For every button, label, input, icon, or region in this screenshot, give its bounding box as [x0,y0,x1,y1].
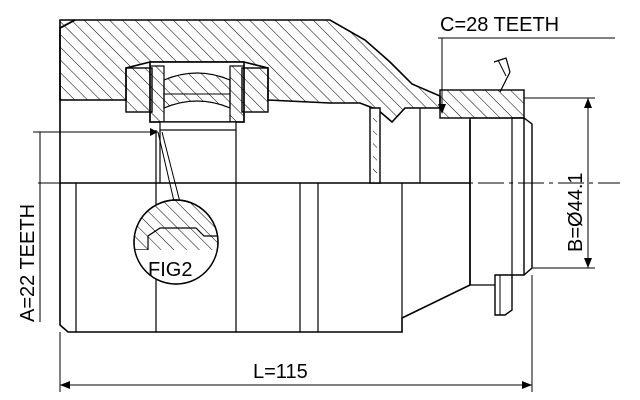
dimension-c: C=28 TEETH [438,14,615,114]
spline-c-label: C=28 TEETH [440,14,559,36]
housing-section-hatched [59,19,441,124]
fig2-detail: FIG2 [133,131,219,285]
fig2-label: FIG2 [148,259,192,281]
housing-chamfer [59,19,76,29]
spline-a-label: A=22 TEETH [17,204,39,322]
dimension-l: L=115 [59,275,533,392]
dimension-b: B=Ø44.1 [524,97,595,269]
length-l-label: L=115 [253,361,308,383]
bearing-section [125,61,269,131]
outer-stub [369,57,533,316]
dimension-a: A=22 TEETH [17,128,158,322]
inner-body [60,130,470,332]
diameter-b-label: B=Ø44.1 [565,172,587,252]
